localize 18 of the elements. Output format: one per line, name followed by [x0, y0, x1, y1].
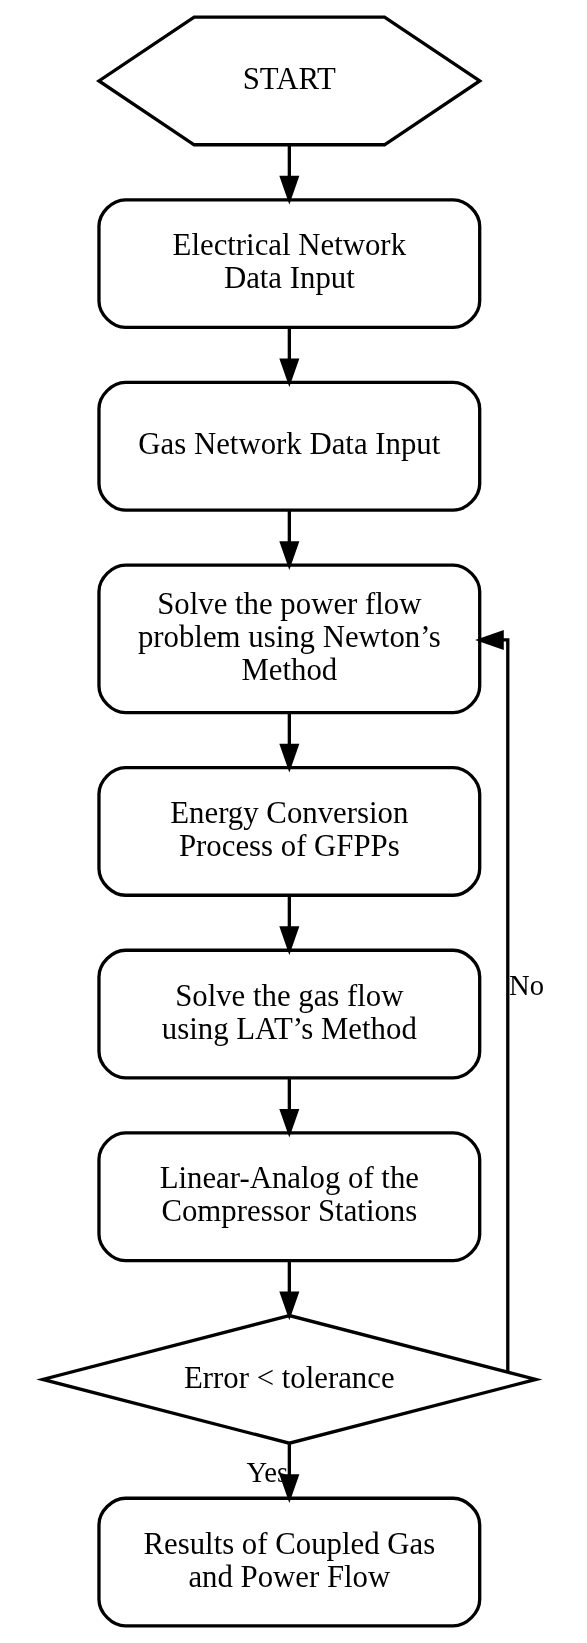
arrow	[278, 1260, 299, 1321]
arrow	[278, 327, 299, 388]
node-box: Results of Coupled Gas and Power Flow	[96, 1496, 481, 1628]
node-box: Electrical Network Data Input	[96, 198, 481, 330]
arrow	[278, 510, 299, 570]
arrow	[278, 1443, 299, 1503]
arrow	[278, 1077, 299, 1138]
arrow	[278, 144, 299, 205]
arrow	[278, 712, 299, 773]
arrow	[474, 629, 509, 1373]
node-box: Solve the power flow problem using Newton’s Method	[96, 563, 481, 715]
node-box: Gas Network Data Input	[96, 380, 481, 512]
node-diamond: Error < tolerance	[35, 1313, 542, 1445]
node-box: Solve the gas flow using LAT’s Method	[96, 948, 481, 1080]
arrow	[278, 895, 299, 955]
node-box: Linear-Analog of the Compressor Stations	[96, 1131, 481, 1263]
edge-label: No	[508, 970, 544, 1002]
node-box: Energy Conversion Process of GFPPs	[96, 765, 481, 897]
